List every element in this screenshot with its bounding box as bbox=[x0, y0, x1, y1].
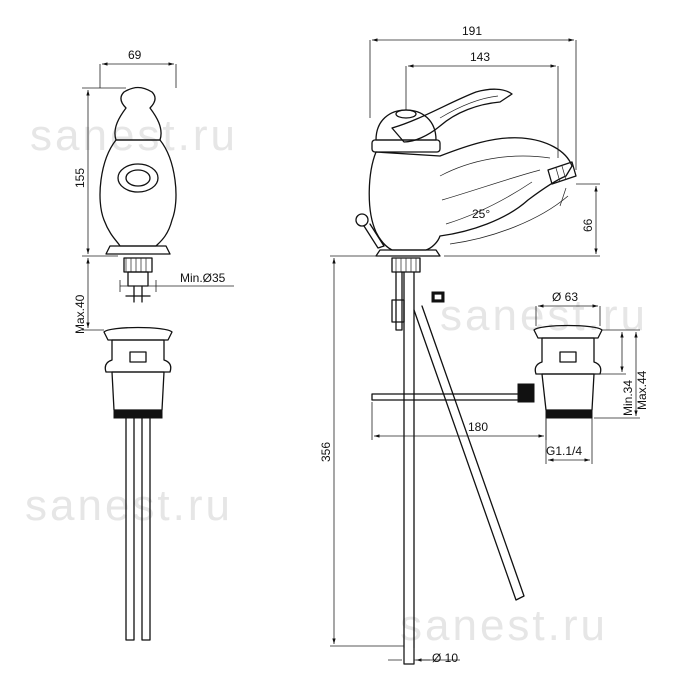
front-supply-hose bbox=[141, 417, 151, 641]
dim-extension bbox=[99, 64, 177, 88]
front-handle bbox=[114, 86, 162, 141]
dim-extension bbox=[594, 329, 640, 419]
watermark-text: sanest.ru bbox=[440, 291, 648, 340]
front-spout-ring bbox=[117, 163, 159, 193]
dim-label-clamp-max: Max.40 bbox=[73, 294, 87, 334]
dim-extension bbox=[405, 66, 559, 158]
side-waste-thread bbox=[545, 409, 593, 419]
watermark-text: sanest.ru bbox=[400, 601, 608, 650]
dim-label-waste-diameter: Ø 63 bbox=[552, 290, 578, 304]
front-waste-flange bbox=[103, 326, 173, 341]
dim-label-front-width: 69 bbox=[128, 48, 142, 62]
side-cap-ring bbox=[371, 139, 441, 153]
dim-extension bbox=[82, 87, 126, 257]
dim-label-waste-max: Max.44 bbox=[635, 370, 649, 410]
front-mount-nut bbox=[123, 257, 153, 273]
watermarks: sanest.ru sanest.ru sanest.ru sanest.ru bbox=[25, 111, 648, 650]
side-aerator-grid bbox=[555, 165, 567, 183]
dim-extension bbox=[545, 418, 593, 464]
side-view: 191 143 25° 66 Ø 63 180 Min.34 Max.44 G1… bbox=[319, 24, 649, 665]
dim-extension bbox=[535, 306, 601, 326]
dim-label-side-spout-reach: 143 bbox=[470, 50, 490, 64]
side-handle-lever bbox=[391, 88, 513, 143]
dim-label-supply-length: 356 bbox=[319, 442, 333, 462]
side-spout-contour bbox=[441, 169, 541, 201]
dim-arc-spout-angle bbox=[449, 195, 569, 245]
side-handle-contour bbox=[439, 95, 499, 119]
side-mount-threads bbox=[395, 258, 417, 272]
dim-label-hole-min: Min.Ø35 bbox=[180, 271, 226, 285]
side-spout-contour bbox=[439, 155, 551, 177]
dim-extension bbox=[330, 255, 404, 647]
dim-extension bbox=[444, 183, 600, 257]
side-cap-top bbox=[395, 109, 417, 119]
side-base bbox=[375, 249, 441, 257]
side-waste-nut bbox=[559, 351, 577, 363]
side-popup-rod bbox=[363, 223, 385, 249]
side-popup-lift-rod bbox=[395, 271, 403, 331]
side-supply-hose-diagonal bbox=[413, 305, 525, 601]
side-supply-pipe bbox=[403, 271, 415, 665]
dim-label-supply-diameter: Ø 10 bbox=[432, 651, 458, 665]
front-waste-thread-body bbox=[111, 371, 165, 411]
dim-extension bbox=[371, 402, 547, 440]
side-popup-knob bbox=[355, 213, 369, 227]
dim-extension bbox=[119, 280, 157, 292]
front-base bbox=[105, 245, 171, 255]
dim-label-waste-thread: G1.1/4 bbox=[546, 444, 582, 458]
front-mount-stud bbox=[127, 271, 149, 287]
dim-label-rod-length: 180 bbox=[468, 420, 488, 434]
front-pull-rod bbox=[133, 285, 143, 303]
side-spout-contour bbox=[445, 181, 533, 225]
front-waste-nut bbox=[129, 351, 147, 363]
side-waste-flange bbox=[533, 324, 603, 339]
front-waste-body bbox=[104, 339, 172, 373]
side-waste-body bbox=[534, 337, 602, 375]
side-rod-clip-hole bbox=[433, 293, 443, 301]
front-mount-threads bbox=[125, 258, 147, 272]
side-body bbox=[368, 137, 573, 251]
dim-extension bbox=[369, 40, 577, 170]
dim-label-spout-height: 66 bbox=[581, 218, 595, 232]
dim-label-side-total-width: 191 bbox=[462, 24, 482, 38]
dim-extension bbox=[403, 648, 415, 664]
side-aerator bbox=[547, 161, 577, 185]
front-supply-hose bbox=[125, 417, 135, 641]
dim-label-waste-min: Min.34 bbox=[621, 380, 635, 416]
dim-angle-tick bbox=[559, 187, 567, 207]
dim-label-front-height: 155 bbox=[73, 168, 87, 188]
side-rod-connector bbox=[517, 383, 535, 403]
watermark-text: sanest.ru bbox=[30, 111, 238, 160]
front-view: 69 155 Max.40 Min.Ø35 bbox=[73, 48, 234, 641]
side-waste-thread-body bbox=[541, 373, 595, 411]
front-waste-thread bbox=[113, 409, 163, 419]
front-spout-outlet bbox=[125, 169, 151, 187]
dim-label-spout-angle: 25° bbox=[472, 207, 490, 221]
watermark-text: sanest.ru bbox=[25, 481, 233, 530]
